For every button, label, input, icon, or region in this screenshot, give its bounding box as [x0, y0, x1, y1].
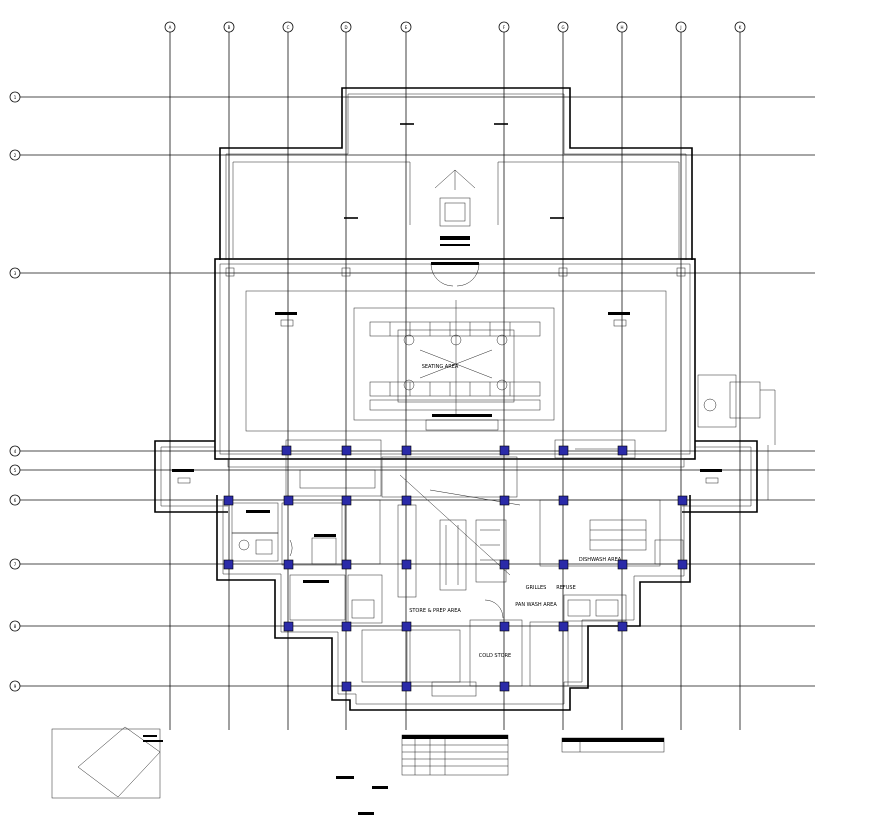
grid-bubble-5: 5 — [9, 464, 21, 476]
key-plan — [51, 726, 163, 799]
svg-text:2: 2 — [14, 153, 17, 158]
schedule-table-2 — [561, 737, 665, 753]
svg-text:1: 1 — [14, 95, 17, 100]
seating-area-label: SEATING AREA — [422, 364, 459, 370]
grid-bubble-7: 7 — [9, 558, 21, 570]
svg-text:8: 8 — [14, 624, 17, 629]
svg-text:C: C — [287, 25, 290, 30]
grid-bubble-2: 2 — [9, 149, 21, 161]
svg-text:A: A — [169, 25, 172, 30]
svg-text:J: J — [679, 25, 681, 30]
svg-text:6: 6 — [14, 498, 17, 503]
grid-column-bubbles: A B C D E F G H J K — [164, 21, 746, 33]
svg-text:D: D — [344, 25, 347, 30]
svg-text:7: 7 — [14, 562, 17, 567]
grid-bubble-3: 3 — [9, 267, 21, 279]
svg-text:E: E — [405, 25, 408, 30]
structural-columns — [223, 445, 688, 692]
room-labels: STORE & PREP AREA DISHWASH AREA REFUSE G… — [409, 557, 622, 659]
grilles-label: GRILLES — [526, 585, 547, 591]
svg-text:K: K — [739, 25, 742, 30]
grid-bubble-h: H — [616, 21, 628, 33]
pan-wash-label: PAN WASH AREA — [515, 602, 557, 608]
grid-bubble-b: B — [223, 21, 235, 33]
svg-text:F: F — [503, 25, 506, 30]
grid-bubble-k: K — [734, 21, 746, 33]
grid-bubble-a: A — [164, 21, 176, 33]
grid-bubble-e: E — [400, 21, 412, 33]
grid-bubble-8: 8 — [9, 620, 21, 632]
svg-text:G: G — [561, 25, 564, 30]
grid-bubble-1: 1 — [9, 91, 21, 103]
grid-bubble-f: F — [498, 21, 510, 33]
grid-lines — [20, 32, 815, 730]
refuse-label: REFUSE — [556, 585, 576, 591]
svg-text:H: H — [620, 25, 623, 30]
terrace-outline — [219, 87, 693, 260]
drawing-title-marks — [336, 776, 388, 815]
main-hall: SEATING AREA — [214, 258, 696, 460]
grid-bubble-9: 9 — [9, 680, 21, 692]
svg-text:9: 9 — [14, 684, 17, 689]
grid-bubble-c: C — [282, 21, 294, 33]
dishwash-label: DISHWASH AREA — [579, 557, 622, 563]
svg-text:3: 3 — [14, 271, 17, 276]
grid-row-bubbles: 1 2 3 4 5 6 7 8 9 — [9, 91, 21, 692]
svg-text:B: B — [228, 25, 231, 30]
grid-bubble-j: J — [675, 21, 687, 33]
cold-store-label: COLD STORE — [479, 653, 511, 659]
svg-text:5: 5 — [14, 468, 17, 473]
svg-text:4: 4 — [14, 449, 17, 454]
kitchen-core — [216, 439, 691, 711]
grid-bubble-6: 6 — [9, 494, 21, 506]
side-wings — [154, 374, 776, 513]
grid-bubble-d: D — [340, 21, 352, 33]
dining-tables — [369, 300, 541, 416]
store-prep-label: STORE & PREP AREA — [409, 608, 461, 614]
grid-bubble-4: 4 — [9, 445, 21, 457]
schedule-table-1 — [401, 734, 509, 776]
grid-bubble-g: G — [557, 21, 569, 33]
